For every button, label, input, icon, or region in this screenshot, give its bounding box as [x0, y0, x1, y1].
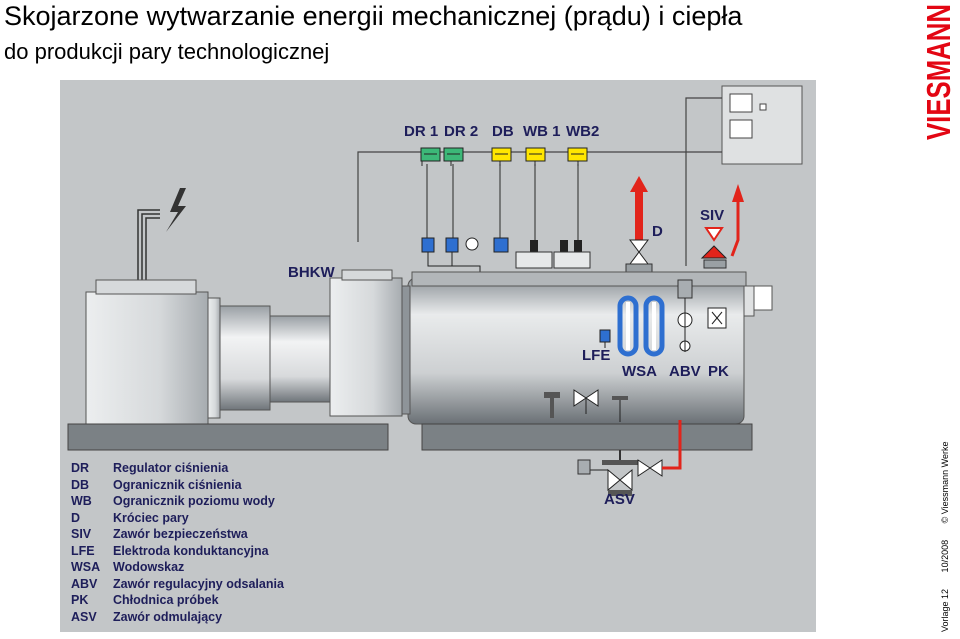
page-title: Skojarzone wytwarzanie energii mechanicz… [4, 1, 743, 31]
label-db: DB [492, 123, 514, 140]
legend-text: Ogranicznik poziomu wody [113, 494, 275, 508]
sensor-wb1 [525, 147, 546, 162]
sensor-dr2 [443, 147, 464, 162]
blowdown-valve [677, 279, 693, 352]
level-probes [493, 237, 591, 269]
slide-footer: Vorlage 12 10/2008 © Viessmann Werke [940, 428, 950, 632]
sample-cooler [707, 307, 727, 329]
legend-row: PK Chłodnica próbek [71, 592, 284, 609]
slide-number: Vorlage 12 [940, 588, 950, 632]
legend-row: ASV Zawór odmulający [71, 609, 284, 626]
legend-code: LFE [71, 543, 95, 558]
label-dr1: DR 1 [404, 123, 438, 140]
legend-code: ABV [71, 576, 98, 591]
water-gauges [617, 295, 665, 357]
legend-code: D [71, 510, 81, 525]
legend-text: Zawór regulacyjny odsalania [113, 576, 284, 591]
cogeneration-diagram: BHKW DR 1 DR 2 DB WB 1 WB2 D SIV LFE WSA… [60, 80, 816, 632]
legend-row: ABV Zawór regulacyjny odsalania [71, 576, 284, 593]
sensor-dr1 [420, 147, 441, 162]
slide-date: 10/2008 [940, 539, 950, 573]
legend-code: WB [71, 494, 92, 508]
bottom-blowdown-valve [577, 420, 682, 496]
viessmann-logo: VIESMANN [920, 4, 956, 140]
legend: DR Regulator ciśnienia DB Ogranicznik ciśn… [71, 460, 284, 625]
legend-text: Chłodnica próbek [113, 593, 219, 607]
legend-row: DB Ogranicznik ciśnienia [71, 477, 284, 494]
label-asv: ASV [604, 491, 635, 508]
label-bhkw: BHKW [288, 264, 335, 281]
safety-valve [700, 184, 744, 269]
label-abv: ABV [669, 363, 701, 380]
legend-code: WSA [71, 560, 101, 574]
legend-text: Zawór bezpieczeństwa [113, 527, 248, 541]
label-dr2: DR 2 [444, 123, 478, 140]
legend-row: SIV Zawór bezpieczeństwa [71, 526, 284, 543]
label-wb1: WB 1 [523, 123, 561, 140]
legend-row: DR Regulator ciśnienia [71, 460, 284, 477]
legend-code: DB [71, 477, 90, 492]
legend-text: Regulator ciśnienia [113, 461, 229, 475]
legend-text: Króciec pary [113, 510, 189, 525]
legend-row: D Króciec pary [71, 510, 284, 527]
label-pk: PK [708, 363, 729, 380]
legend-code: ASV [71, 609, 97, 624]
chp-unit [67, 188, 425, 451]
sensor-wb2 [567, 147, 588, 162]
legend-text: Ogranicznik ciśnienia [113, 477, 242, 492]
steam-outlet [625, 176, 653, 273]
feed-valves [544, 389, 628, 422]
svg-text:VIESMANN: VIESMANN [920, 4, 956, 140]
copyright: © Viessmann Werke [940, 441, 950, 524]
legend-row: WB Ogranicznik poziomu wody [71, 493, 284, 510]
legend-text: Wodowskaz [113, 560, 185, 574]
label-d: D [652, 223, 663, 240]
control-cabinet [721, 85, 803, 165]
sensor-db [491, 147, 512, 162]
legend-text: Zawór odmulający [113, 609, 223, 624]
legend-text: Elektroda konduktancyjna [113, 543, 269, 558]
label-lfe: LFE [582, 347, 610, 364]
label-wsa: WSA [622, 363, 657, 380]
legend-row: LFE Elektroda konduktancyjna [71, 543, 284, 560]
label-siv: SIV [700, 207, 724, 224]
label-wb2: WB2 [566, 123, 599, 140]
legend-code: SIV [71, 527, 92, 541]
legend-code: DR [71, 461, 90, 475]
conductivity-electrode [599, 329, 611, 348]
legend-code: PK [71, 593, 89, 607]
legend-row: WSA Wodowskaz [71, 559, 284, 576]
page-subtitle: do produkcji pary technologicznej [4, 39, 330, 64]
